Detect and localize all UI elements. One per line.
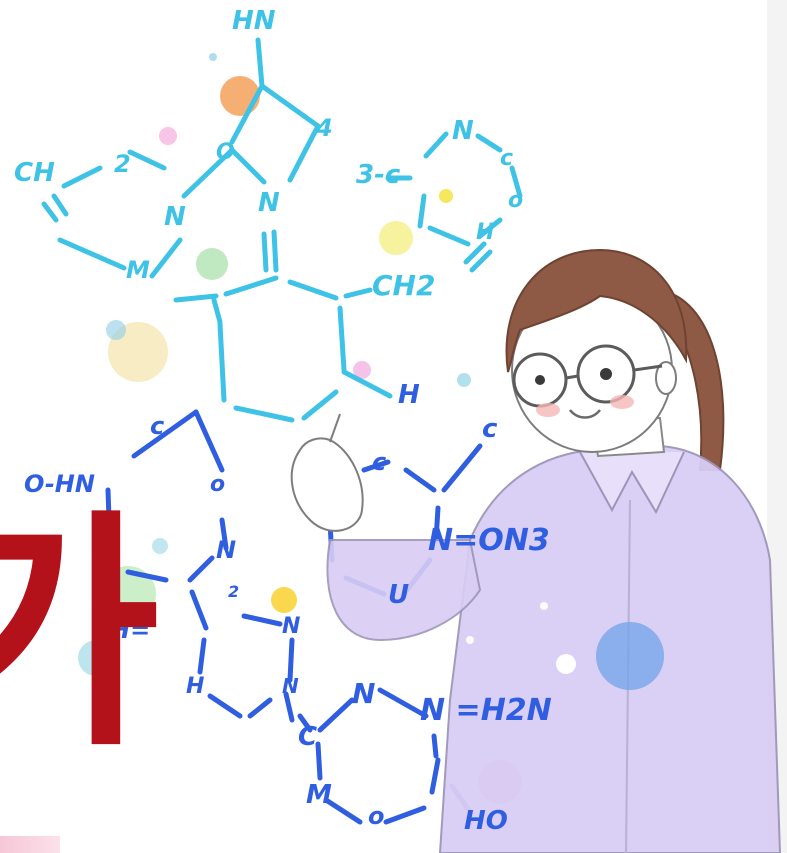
label-n-ring2: N [282,614,301,639]
bottom-pink-strip [0,836,60,853]
label-c-bottom: C [298,722,318,752]
hair [505,248,688,373]
tiny-blue-dot [209,53,217,61]
label-m-left: M [126,256,150,284]
glasses-right-lens [576,344,636,404]
blue-dot-4 [152,538,168,554]
label-h-ring: H [186,674,205,699]
blue-spot-on-shirt [596,622,664,690]
label-h2n: N =H2N [420,693,552,728]
shirt-spot [556,654,576,674]
label-hn-top: HN [232,6,276,36]
blue-dot-2 [457,373,471,387]
label-on3: N=ON3 [428,523,550,558]
label-c-mid: c [150,412,165,440]
sleeve [326,539,482,642]
green-dot [196,248,228,280]
label-c-near-hand: c [372,448,387,476]
label-o-lower: o [210,472,226,497]
glasses-arm [633,364,663,372]
label-h-mid: H [398,380,420,410]
glasses-bridge [565,374,579,380]
label-ch-left: CH [14,158,55,188]
green-dot-2 [100,566,156,622]
label-n-mid: N [164,202,186,232]
label-n-center: N [352,677,376,710]
blue-dot-5 [100,728,116,744]
label-n-center2: N [282,674,299,698]
label-u-lower: U [96,546,116,574]
label-o-hn: O-HN [24,470,95,498]
label-m-bottom: M [306,780,332,810]
light-blue-dot [106,320,126,340]
label-o-right: o [508,188,524,213]
label-ho: HO [464,806,508,836]
label-h-right: H [476,220,495,245]
label-u-right: U [388,580,410,610]
right-eye [600,368,612,380]
finger [329,413,341,443]
ear [655,361,677,395]
label-two-small: 2 [228,582,240,601]
label-n-lower: N [216,536,237,564]
shirt-spot-2 [540,602,548,610]
smile [569,409,601,419]
hand [290,437,364,532]
label-n-mid2: N [258,188,280,218]
label-n-right: N [452,116,474,146]
label-c-right: c [500,146,514,171]
cyan-molecule-bonds [41,37,523,423]
label-c-far: c [482,414,498,444]
label-o-ring: O [216,140,235,165]
label-two-left: 2 [114,150,131,178]
label-four: 4 [316,114,333,142]
pink-dot-2 [353,361,371,379]
scientist [290,248,782,853]
left-blush [536,403,560,417]
label-o-bottom: o [368,802,385,830]
label-ch2: CH2 [372,269,436,302]
headline-character: 가 [0,489,160,780]
pink-dot [159,127,177,145]
collar [579,451,685,515]
blue-dot-3 [78,640,114,676]
yellow-dot-2 [271,587,297,613]
small-yellow-dot [439,189,453,203]
shirt-spot-3 [466,636,474,644]
left-eye [535,375,545,385]
label-h-eq: H= [110,616,151,644]
right-blush [610,395,634,409]
label-three-c: 3-c [356,160,401,190]
yellow-dot [379,221,413,255]
